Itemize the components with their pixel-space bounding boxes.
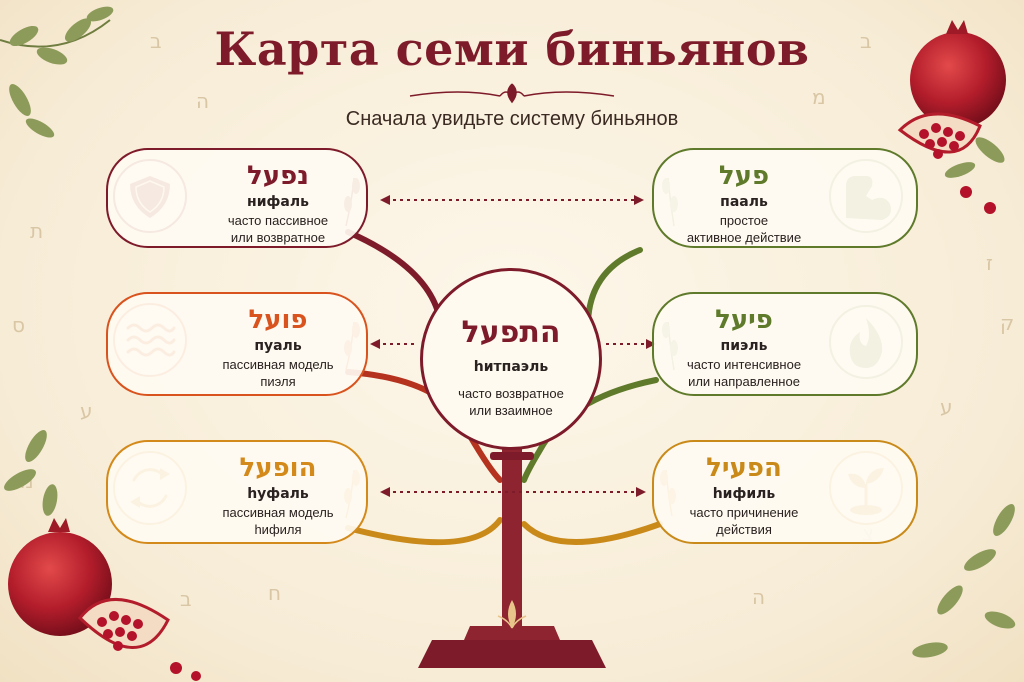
- olive-branch-right: [912, 137, 1016, 658]
- hophal-description: пассивная модель hифиля: [222, 505, 334, 537]
- svg-text:ת: ת: [30, 219, 43, 243]
- card-niphal: נפעל нифаль часто пассивное или возвратн…: [106, 148, 368, 248]
- svg-text:ב: ב: [150, 29, 162, 53]
- svg-text:ע: ע: [80, 399, 93, 423]
- svg-text:ב: ב: [860, 29, 872, 53]
- hiphil-name: hифиль: [712, 486, 776, 502]
- center-hitpael: התפעל hитпаэль часто возвратное или взаи…: [420, 268, 602, 450]
- hophal-name: hуфаль: [247, 486, 309, 502]
- arrow-heads: [370, 195, 656, 497]
- paal-description: простое активное действие: [686, 213, 802, 245]
- paal-name: пааль: [720, 194, 768, 210]
- hiphil-description: часто причинение действия: [689, 505, 799, 537]
- hitpael-description: часто возвратное или взаимное: [458, 386, 564, 418]
- niphal-description: часто пассивное или возвратное: [227, 213, 329, 245]
- card-hiphil: הפעיל hифиль часто причинение действия: [652, 440, 918, 544]
- olive-branch-bottom-left: [4, 430, 58, 516]
- connector-arrows: [376, 199, 650, 493]
- paal-hebrew: פעל: [718, 161, 770, 191]
- title-ornament: [409, 83, 615, 104]
- hitpael-hebrew: התפעל: [461, 315, 561, 350]
- piel-description: часто интенсивное или направленное: [686, 357, 802, 389]
- svg-text:ז: ז: [986, 251, 993, 275]
- piel-hebrew: פיעל: [715, 305, 773, 335]
- svg-text:ע: ע: [940, 395, 953, 419]
- hophal-hebrew: הופעל: [239, 453, 317, 483]
- card-hophal: הופעל hуфаль пассивная модель hифиля: [106, 440, 368, 544]
- pomegranate-top-right: [897, 20, 1006, 214]
- page-title: Карта семи биньянов: [214, 22, 810, 76]
- svg-text:ה: ה: [196, 89, 209, 113]
- niphal-hebrew: נפעל: [247, 161, 309, 191]
- svg-text:מ: מ: [812, 85, 826, 109]
- pual-hebrew: פועל: [248, 305, 308, 335]
- page-subtitle: Сначала увидьте систему биньянов: [345, 108, 679, 130]
- niphal-name: нифаль: [247, 194, 309, 210]
- svg-text:ח: ח: [268, 581, 281, 605]
- svg-text:ס: ס: [12, 313, 25, 337]
- card-pual: פועל пуаль пассивная модель пиэля: [106, 292, 368, 396]
- hiphil-hebrew: הפעיל: [706, 453, 782, 483]
- piel-name: пиэль: [720, 338, 768, 354]
- svg-text:ה: ה: [752, 585, 765, 609]
- pual-description: пассивная модель пиэля: [222, 357, 334, 389]
- pomegranate-bottom-left: [8, 518, 201, 681]
- card-piel: פיעל пиэль часто интенсивное или направл…: [652, 292, 918, 396]
- card-paal: פעל пааль простое активное действие: [652, 148, 918, 248]
- olive-branch-top-left: [0, 6, 114, 138]
- pual-name: пуаль: [254, 338, 302, 354]
- hitpael-name: hитпаэль: [473, 359, 549, 375]
- svg-text:ק: ק: [1000, 311, 1014, 335]
- menorah-stand: [418, 446, 606, 668]
- svg-text:ב: ב: [180, 587, 192, 611]
